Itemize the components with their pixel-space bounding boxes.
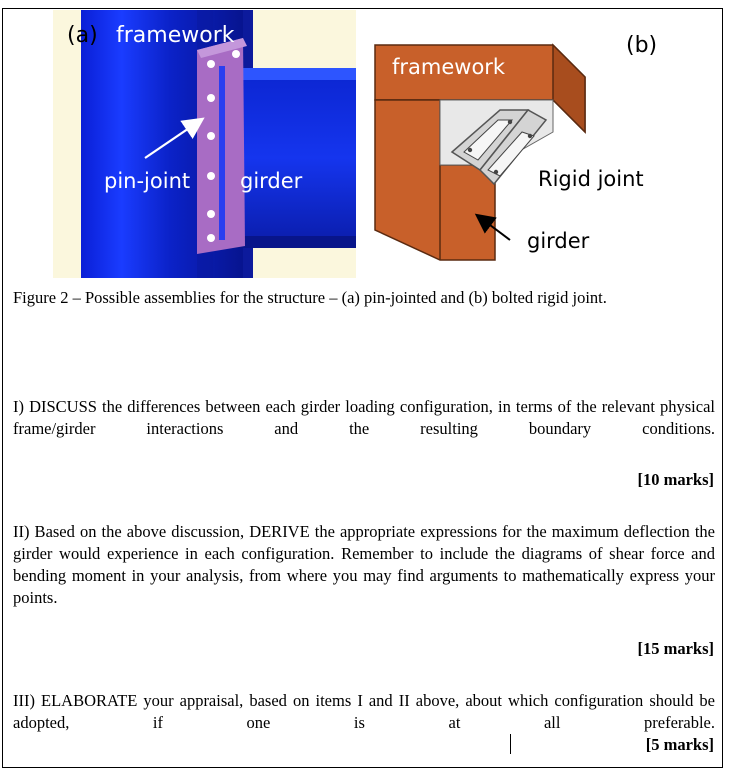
figure-b-girder-label: girder (527, 229, 590, 253)
figure-b-panel-label: (b) (626, 33, 658, 58)
figure-a-pin-joint-label: pin-joint (104, 169, 191, 193)
figure-b-rigid-joint-image (374, 43, 586, 261)
question-3-text: III) ELABORATE your appraisal, based on … (13, 691, 715, 732)
question-1-text: I) DISCUSS the differences between each … (13, 397, 715, 438)
figure-b-framework-label: framework (392, 55, 506, 79)
figure-a-pin-joint-image (53, 10, 356, 278)
figure-b-rigid-joint-label: Rigid joint (538, 167, 644, 191)
figure-a-panel-label: (a) (67, 23, 98, 48)
document-border (2, 8, 723, 768)
figure-a-framework-label: framework (116, 23, 235, 48)
figure-a-girder-label: girder (240, 169, 303, 193)
text-cursor (510, 734, 511, 754)
question-3-marks: [5 marks] (645, 735, 714, 754)
question-2-marks: [15 marks] (637, 639, 714, 658)
question-2-text: II) Based on the above discussion, DERIV… (13, 522, 715, 607)
question-1-marks: [10 marks] (637, 470, 714, 489)
figure-caption: Figure 2 – Possible assemblies for the s… (13, 288, 607, 307)
